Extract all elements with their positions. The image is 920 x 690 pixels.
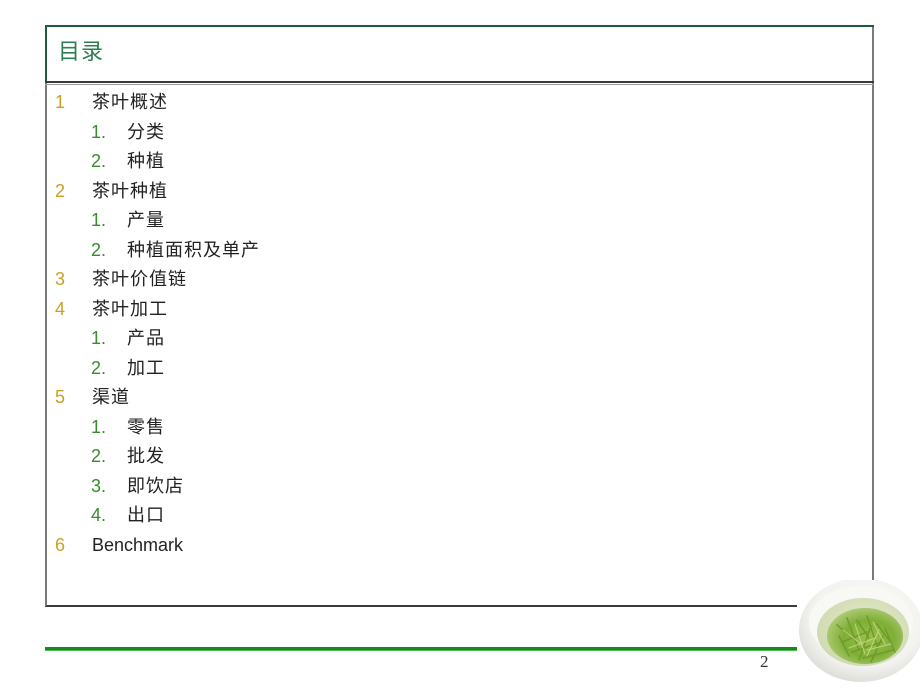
toc-label: 茶叶种植 [92,180,168,201]
toc-subitem-4-2[interactable]: 2. 加工 [55,354,260,384]
toc-label: 即饮店 [127,475,184,496]
toc-subitem-5-2[interactable]: 2. 批发 [55,442,260,472]
toc-subitem-2-1[interactable]: 1. 产量 [55,206,260,236]
toc-subitem-1-1[interactable]: 1. 分类 [55,118,260,148]
toc-number: 3 [55,269,66,289]
toc-label: 种植面积及单产 [127,239,260,260]
toc-item-5[interactable]: 5 渠道 [55,383,260,413]
tea-cup-image [797,580,920,690]
toc-number: 5 [55,387,66,407]
toc-number: 1. [91,121,107,142]
toc-label: 茶叶价值链 [92,269,187,289]
toc-number: 3. [91,475,107,496]
slide-title: 目录 [58,39,105,64]
toc-number: 1. [91,210,107,230]
toc-number: 6 [55,534,66,555]
toc-number: 2 [55,180,66,201]
table-of-contents: 1 茶叶概述 1. 分类 2. 种植 2 茶叶种植 1. 产量 2. 种植面积及单产 3 茶叶… [55,88,260,560]
toc-label: 茶叶加工 [92,298,168,319]
toc-subitem-2-2[interactable]: 2. 种植面积及单产 [55,236,260,266]
title-accent-bar [45,25,47,83]
toc-label: 加工 [127,357,165,378]
toc-label: 产量 [127,210,165,230]
toc-label: 出口 [127,505,165,525]
toc-subitem-1-2[interactable]: 2. 种植 [55,147,260,177]
page-number: 2 [760,652,769,671]
toc-number: 1. [91,328,107,348]
toc-number: 1. [91,416,107,437]
toc-subitem-5-4[interactable]: 4. 出口 [55,501,260,531]
toc-number: 2. [91,446,107,466]
toc-label: 茶叶概述 [92,92,168,112]
toc-label: 分类 [127,121,165,142]
toc-subitem-4-1[interactable]: 1. 产品 [55,324,260,354]
toc-label: 种植 [127,151,165,171]
toc-label: 批发 [127,446,165,466]
frame-top-border [45,25,874,27]
title-divider [45,81,874,85]
toc-number: 2. [91,239,107,260]
toc-label: Benchmark [92,534,184,555]
toc-subitem-5-1[interactable]: 1. 零售 [55,413,260,443]
content-frame [45,26,874,607]
toc-label: 渠道 [92,387,130,407]
toc-label: 产品 [127,328,165,348]
toc-item-4[interactable]: 4 茶叶加工 [55,295,260,325]
toc-subitem-5-3[interactable]: 3. 即饮店 [55,472,260,502]
toc-item-1[interactable]: 1 茶叶概述 [55,88,260,118]
toc-item-2[interactable]: 2 茶叶种植 [55,177,260,207]
toc-number: 2. [91,151,107,171]
toc-item-3[interactable]: 3 茶叶价值链 [55,265,260,295]
footer-divider [45,647,805,651]
toc-number: 4. [91,505,107,525]
toc-number: 2. [91,357,107,378]
toc-item-6[interactable]: 6 Benchmark [55,531,260,561]
toc-number: 1 [55,92,66,112]
toc-number: 4 [55,298,66,319]
toc-label: 零售 [127,416,165,437]
